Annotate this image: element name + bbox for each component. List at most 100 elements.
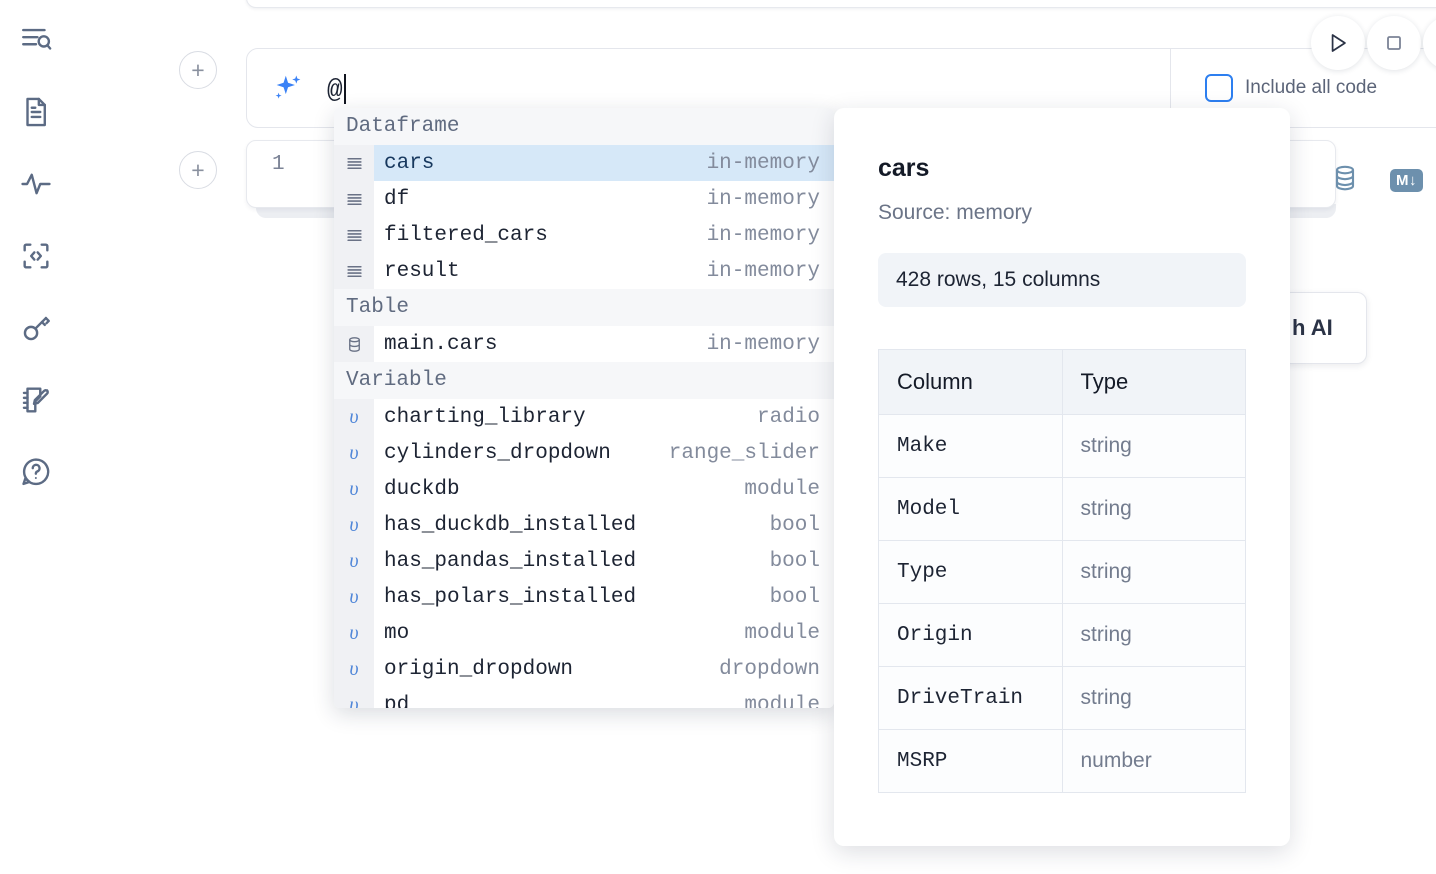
variable-icon: υ (334, 471, 374, 507)
autocomplete-item-label: charting_library (384, 405, 586, 429)
variable-icon: υ (334, 543, 374, 579)
autocomplete-item-label: has_duckdb_installed (384, 513, 637, 537)
autocomplete-item-body: charting_library radio (374, 399, 834, 435)
dataframe-icon (334, 145, 374, 181)
code-brackets-icon[interactable] (14, 234, 58, 278)
autocomplete-item-type: in-memory (706, 187, 820, 211)
detail-column-name: DriveTrain (878, 666, 1063, 730)
autocomplete-item-type: bool (769, 585, 820, 609)
ai-action-pill[interactable]: h AI (1281, 292, 1367, 364)
autocomplete-item-body: filtered_cars in-memory (374, 217, 834, 253)
autocomplete-item-type: bool (769, 549, 820, 573)
activity-pulse-icon[interactable] (14, 162, 58, 206)
file-document-icon[interactable] (14, 90, 58, 134)
autocomplete-item-type: radio (756, 405, 820, 429)
variable-icon: υ (334, 579, 374, 615)
autocomplete-section-header: Table (334, 289, 834, 326)
detail-column-name: Type (878, 540, 1063, 604)
autocomplete-item-label: result (384, 259, 460, 283)
autocomplete-item-label: pd (384, 693, 410, 709)
sparkle-ai-icon (269, 71, 305, 107)
autocomplete-item-type: bool (769, 513, 820, 537)
include-all-code-row[interactable]: Include all code (1205, 74, 1377, 102)
autocomplete-item[interactable]: df in-memory (334, 181, 834, 217)
autocomplete-item[interactable]: υ origin_dropdown dropdown (334, 651, 834, 687)
autocomplete-section-header: Variable (334, 362, 834, 399)
autocomplete-item-body: has_polars_installed bool (374, 579, 834, 615)
autocomplete-item-type: in-memory (706, 223, 820, 247)
autocomplete-item-body: df in-memory (374, 181, 834, 217)
dataframe-icon (334, 253, 374, 289)
autocomplete-item-label: origin_dropdown (384, 657, 574, 681)
include-all-code-checkbox[interactable] (1205, 74, 1233, 102)
detail-column-name: Model (878, 477, 1063, 541)
autocomplete-item-label: df (384, 187, 410, 211)
autocomplete-item-body: has_pandas_installed bool (374, 543, 834, 579)
detail-column-name: Origin (878, 603, 1063, 667)
help-chat-icon[interactable] (14, 450, 58, 494)
variable-icon: υ (334, 615, 374, 651)
stop-cell-button[interactable] (1367, 16, 1421, 70)
ai-prompt-value: @ (327, 75, 343, 105)
outline-search-icon[interactable] (14, 18, 58, 62)
autocomplete-item-label: has_polars_installed (384, 585, 637, 609)
key-secrets-icon[interactable] (14, 306, 58, 350)
more-actions-button[interactable] (1423, 16, 1436, 70)
cell-above-clipped (246, 0, 1436, 8)
detail-column-name: MSRP (878, 729, 1063, 793)
detail-column-type: string (1061, 414, 1246, 478)
autocomplete-item-label: cylinders_dropdown (384, 441, 611, 465)
add-cell-below-button[interactable]: + (179, 151, 217, 189)
autocomplete-item-body: has_duckdb_installed bool (374, 507, 834, 543)
autocomplete-item-type: dropdown (719, 657, 820, 681)
add-cell-above-button[interactable]: + (179, 51, 217, 89)
detail-type-header: Type (1061, 349, 1246, 415)
autocomplete-item-type: module (744, 477, 820, 501)
detail-table-header-row: Column Type (878, 349, 1246, 415)
autocomplete-item-label: filtered_cars (384, 223, 548, 247)
database-icon[interactable] (1330, 163, 1360, 198)
detail-title: cars (878, 154, 930, 182)
code-line-number: 1 (272, 153, 285, 176)
notebook-edit-icon[interactable] (14, 378, 58, 422)
text-caret (343, 74, 346, 104)
autocomplete-item[interactable]: υ has_polars_installed bool (334, 579, 834, 615)
detail-column-name: Make (878, 414, 1063, 478)
dataframe-icon (334, 181, 374, 217)
autocomplete-item-type: in-memory (706, 332, 820, 356)
markdown-badge[interactable]: M↓ (1390, 169, 1423, 192)
autocomplete-item-label: has_pandas_installed (384, 549, 637, 573)
detail-column-header: Column (878, 349, 1063, 415)
autocomplete-item[interactable]: υ has_pandas_installed bool (334, 543, 834, 579)
autocomplete-item[interactable]: filtered_cars in-memory (334, 217, 834, 253)
variable-icon: υ (334, 651, 374, 687)
autocomplete-item-type: module (744, 621, 820, 645)
include-all-code-label: Include all code (1245, 77, 1378, 98)
detail-shape-badge: 428 rows, 15 columns (878, 253, 1246, 307)
ai-prompt-input[interactable]: @ (327, 74, 346, 104)
run-cell-button[interactable] (1311, 16, 1365, 70)
